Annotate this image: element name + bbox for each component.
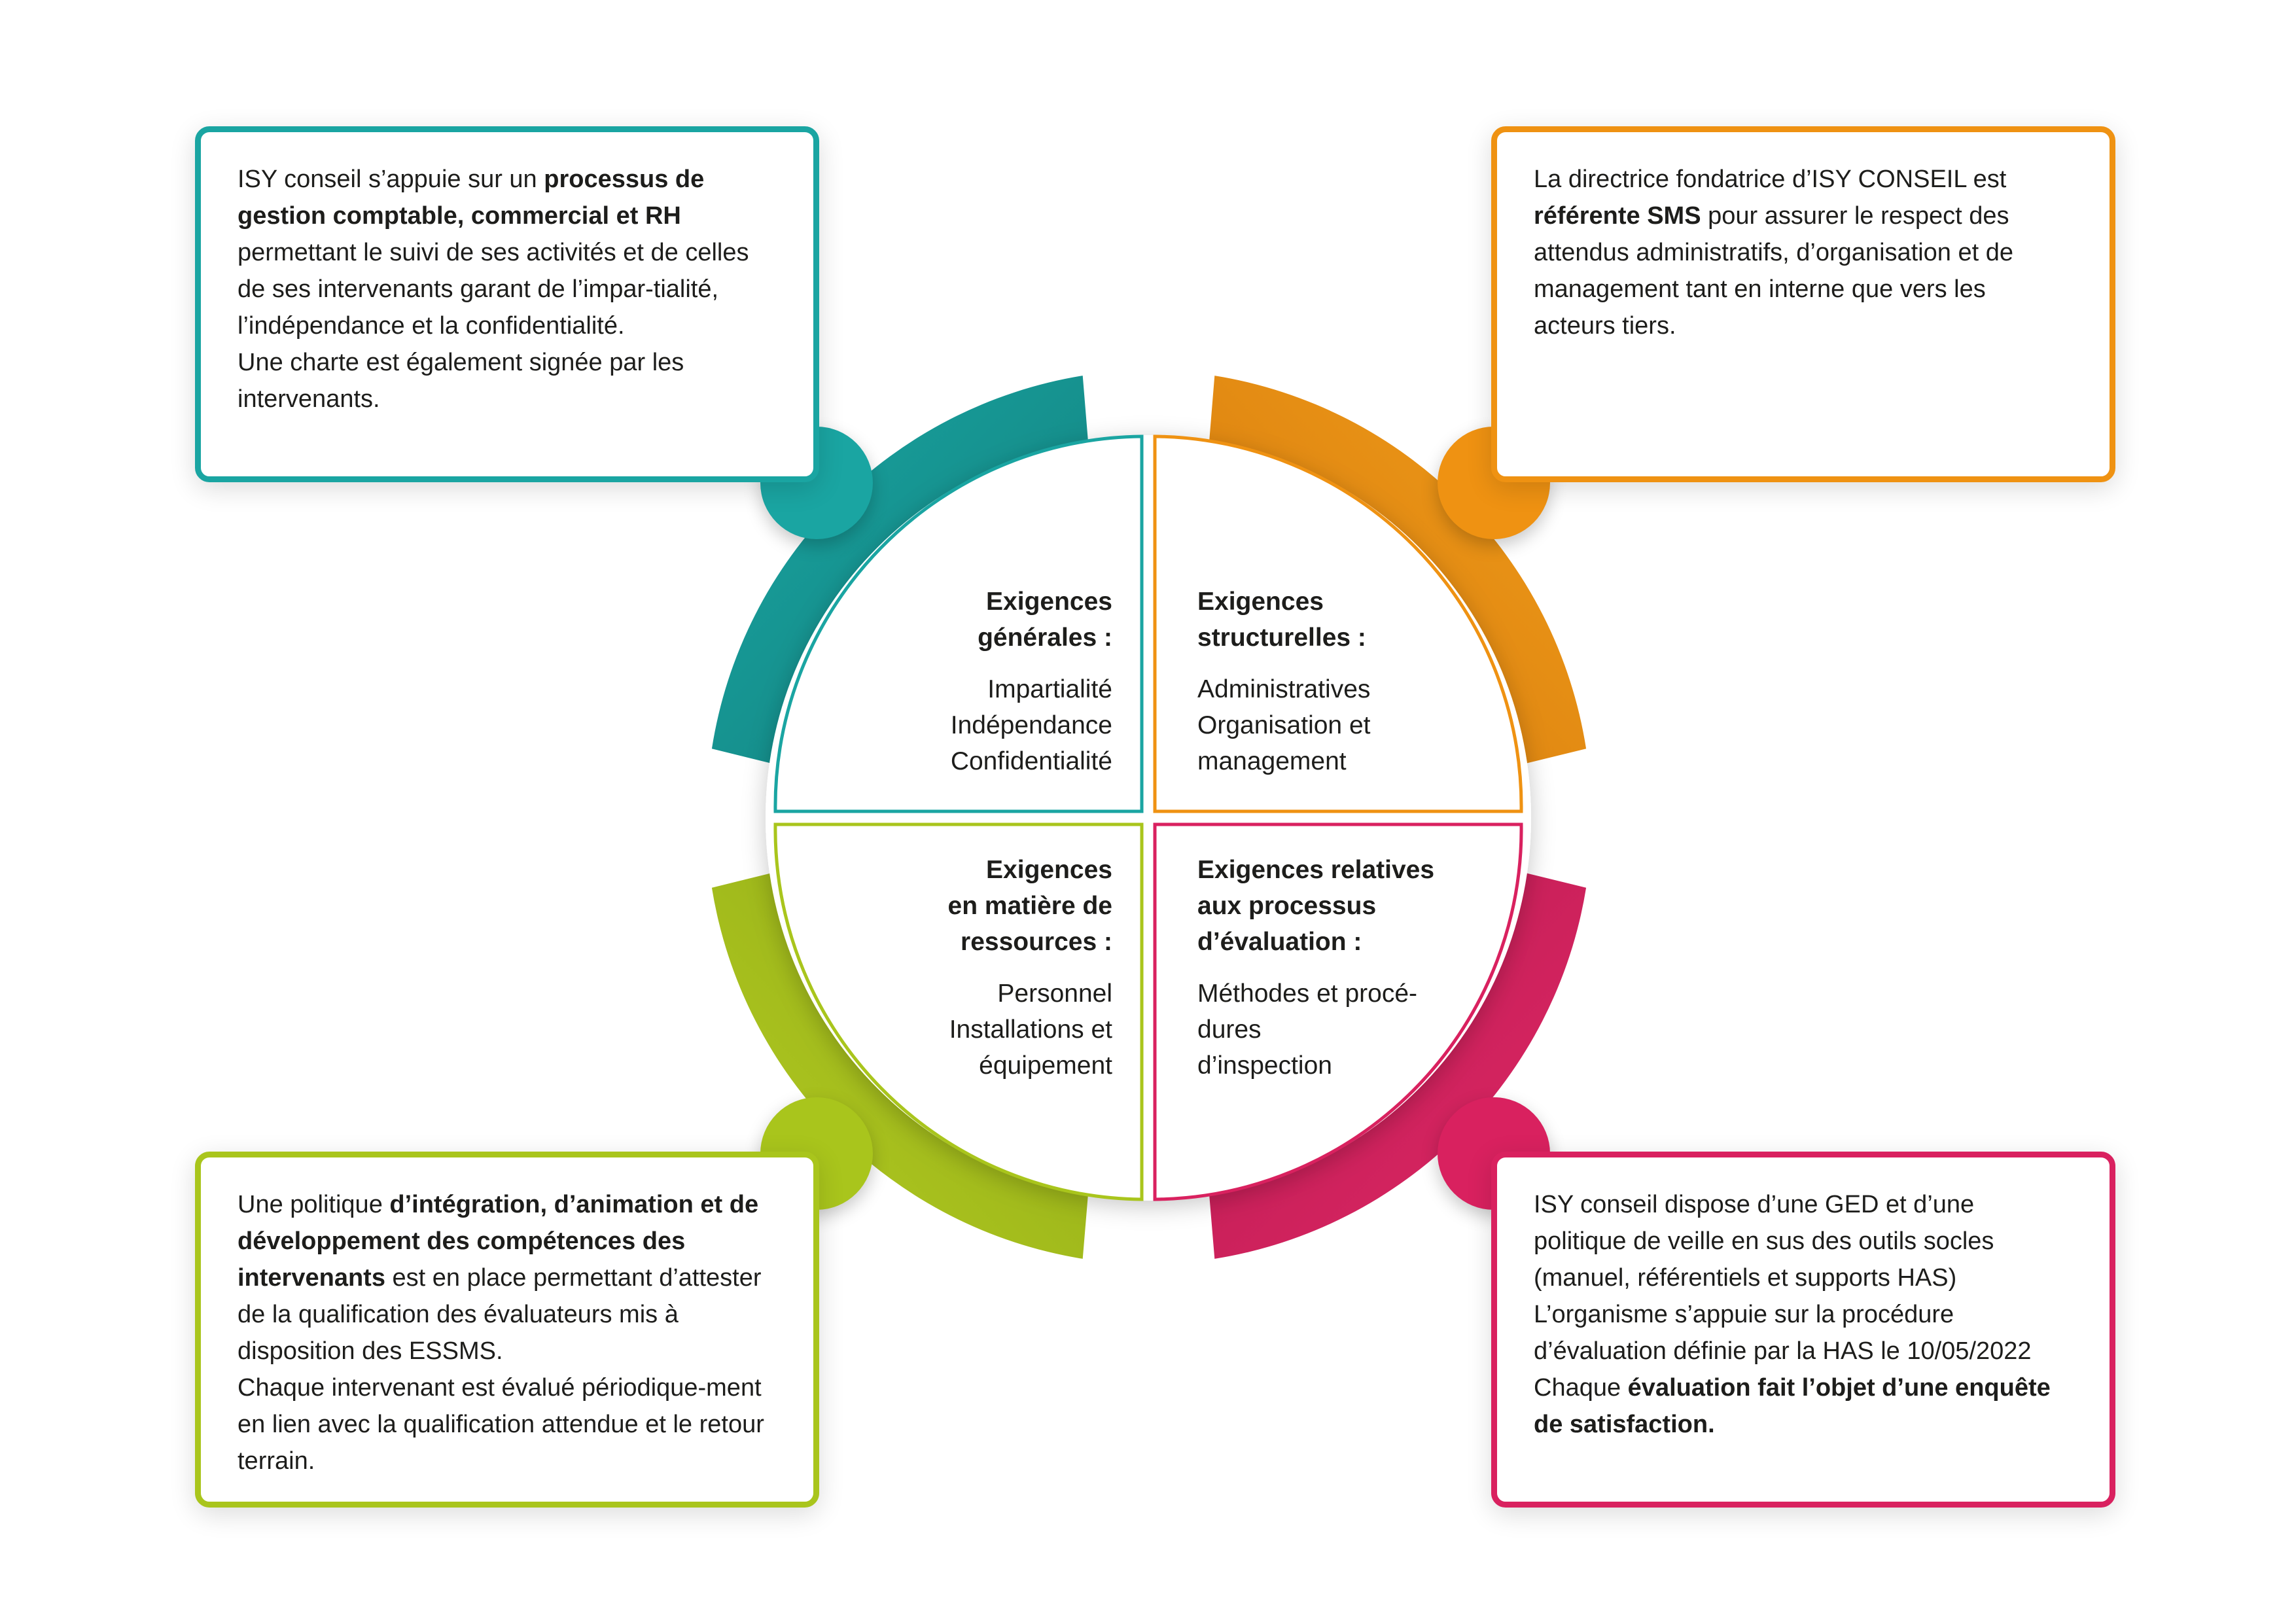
quadrant-resources-item: Personnel [997,980,1112,1008]
quadrant-evaluation-item: Méthodes et procé- [1197,980,1418,1008]
quadrant-resources: Exigences en matière de ressources : Per… [916,852,1112,1084]
info-box-paragraph: La directrice fondatrice d’ISY CONSEIL e… [1534,161,2073,344]
info-box-paragraph: Une charte est également signée par les … [238,344,777,417]
quadrant-general-item: Impartialité [987,675,1112,703]
text-run: La directrice fondatrice d’ISY CONSEIL e… [1534,166,2007,193]
info-box-sms-referent: La directrice fondatrice d’ISY CONSEIL e… [1491,126,2115,482]
quadrant-resources-title-line: ressources : [961,928,1112,956]
quadrant-outline-resources [773,822,1144,1201]
text-run: est en place permettant d’attester de la… [238,1264,762,1365]
text-run-bold: processus de gestion comptable, commerci… [238,166,705,230]
text-run: pour assurer le respect des attendus adm… [1534,202,2013,340]
text-run: Chaque [1534,1374,1628,1402]
quadrant-general-title-line: Exigences [986,588,1112,616]
quadrant-structural-title-line: Exigences [1197,588,1324,616]
text-run-bold: d’intégration, d’animation et de dévelop… [238,1191,759,1292]
quadrant-resources-items: Personnel Installations et équipement [916,976,1112,1084]
quadrant-evaluation-items: Méthodes et procé- dures d’inspection [1197,976,1472,1084]
info-box-paragraph: ISY conseil dispose d’une GED et d’une p… [1534,1186,2073,1296]
text-run: Une charte est également signée par les … [238,349,684,413]
text-run-bold: évaluation fait l’objet d’une enquête de… [1534,1374,2051,1438]
quadrant-general-item: Indépendance [950,711,1112,739]
text-run: permettant le suivi de ses activités et … [238,239,749,340]
quadrant-evaluation-title-line: Exigences relatives [1197,856,1435,884]
quadrant-resources-item: Installations et [949,1015,1112,1044]
quadrant-structural: Exigences structurelles : Administrative… [1197,584,1394,779]
quadrant-resources-title: Exigences en matière de ressources : [916,852,1112,960]
info-box-skills-policy: Une politique d’intégration, d’animation… [195,1152,819,1508]
quadrant-general-item: Confidentialité [950,747,1112,775]
info-box-accounting-process: ISY conseil s’appuie sur un processus de… [195,126,819,482]
quadrant-structural-title-line: structurelles : [1197,624,1366,652]
quadrant-general-title: Exigences générales : [916,584,1112,656]
quadrant-evaluation-item: dures [1197,1015,1262,1044]
quadrant-structural-items: Administratives Organisation et manageme… [1197,671,1394,779]
quadrant-resources-title-line: en matière de [947,892,1112,920]
text-run: Chaque intervenant est évalué périodique… [238,1374,764,1475]
info-box-ged-evaluation: ISY conseil dispose d’une GED et d’une p… [1491,1152,2115,1508]
quadrant-evaluation-title: Exigences relatives aux processus d’éval… [1197,852,1472,960]
text-run: Une politique [238,1191,390,1218]
quadrant-outlines [773,434,1523,1201]
quadrant-general-title-line: générales : [978,624,1112,652]
info-box-paragraph: Une politique d’intégration, d’animation… [238,1186,777,1369]
quadrant-structural-title: Exigences structurelles : [1197,584,1394,656]
quadrant-evaluation-title-line: aux processus [1197,892,1377,920]
quadrant-outline-structural [1153,434,1523,813]
quadrant-outline-evaluation [1153,822,1523,1201]
text-run: L’organisme s’appuie sur la procédure d’… [1534,1301,2032,1365]
info-box-paragraph: Chaque intervenant est évalué périodique… [238,1369,777,1479]
quadrant-structural-item: Organisation et [1197,711,1371,739]
quadrant-evaluation-title-line: d’évaluation : [1197,928,1362,956]
quadrant-evaluation-item: d’inspection [1197,1051,1332,1080]
center-disc [766,435,1531,1201]
quadrant-resources-item: équipement [979,1051,1112,1080]
text-run: ISY conseil s’appuie sur un [238,166,544,193]
quadrant-outline-general [773,434,1144,813]
info-box-paragraph: L’organisme s’appuie sur la procédure d’… [1534,1296,2073,1369]
quadrant-structural-item: Administratives [1197,675,1371,703]
text-run: ISY conseil dispose d’une GED et d’une p… [1534,1191,1994,1292]
info-box-paragraph: ISY conseil s’appuie sur un processus de… [238,161,777,344]
info-box-paragraph: Chaque évaluation fait l’objet d’une enq… [1534,1369,2073,1443]
quadrant-resources-title-line: Exigences [986,856,1112,884]
quadrant-general-items: Impartialité Indépendance Confidentialit… [916,671,1112,779]
quadrant-general: Exigences générales : Impartialité Indép… [916,584,1112,779]
quadrant-structural-item: management [1197,747,1347,775]
quadrant-evaluation: Exigences relatives aux processus d’éval… [1197,852,1472,1084]
text-run-bold: référente SMS [1534,202,1701,230]
